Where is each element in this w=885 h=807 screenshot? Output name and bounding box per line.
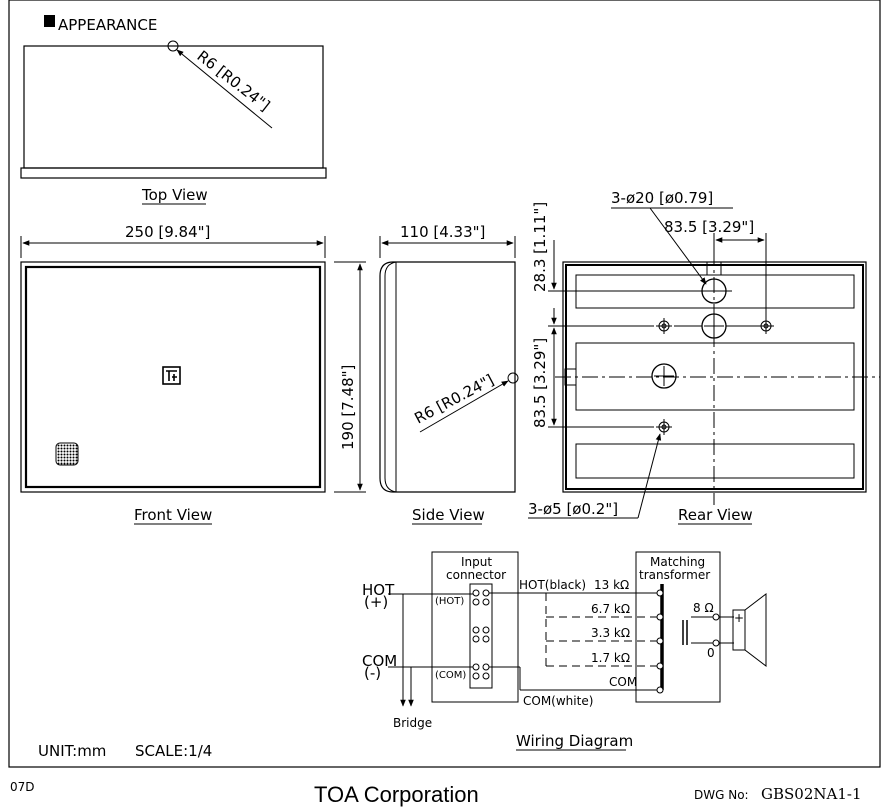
tap-3k3: 3.3 kΩ	[591, 626, 630, 640]
wiring-title: Wiring Diagram	[516, 732, 633, 750]
com-tag: (COM)	[435, 670, 466, 681]
side-view-label: Side View	[412, 506, 485, 524]
unit-label: UNIT:mm	[38, 742, 106, 760]
sheet-code: 07D	[10, 780, 35, 794]
front-view: 250 [9.84"] 190 [7.48"] Front View	[20, 223, 366, 525]
bridge-label: Bridge	[393, 716, 432, 730]
out-zero: 0	[707, 646, 715, 660]
input-connector-line1: Input	[461, 555, 492, 569]
tap-6k7: 6.7 kΩ	[591, 602, 630, 616]
speaker-grille-icon	[55, 442, 79, 466]
rear-view: 28.3 [1.11"] 83.5 [3.29"] 83.5 [3.29"] 3…	[528, 189, 880, 525]
tap-1k7: 1.7 kΩ	[591, 651, 630, 665]
com-sign: (-)	[364, 664, 381, 682]
front-view-label: Front View	[134, 506, 212, 524]
dwg-no-value: GBS02NA1-1	[761, 785, 861, 803]
rear-offset-label: 28.3 [1.11"]	[531, 202, 549, 292]
com-label: COM	[362, 652, 397, 670]
speaker-plus: +	[734, 611, 744, 625]
side-depth-label: 110 [4.33"]	[400, 223, 485, 241]
rear-spacing-v-label: 83.5 [3.29"]	[531, 338, 549, 428]
side-radius-label: R6 [R0.24"]	[411, 371, 496, 428]
rear-small-holes-label: 3-ø5 [ø0.2"]	[528, 500, 618, 518]
heading-square	[44, 15, 55, 27]
input-connector-line2: connector	[446, 568, 506, 582]
transformer-line1: Matching	[650, 555, 705, 569]
rear-view-label: Rear View	[678, 506, 753, 524]
transformer-line2: transformer	[639, 568, 710, 582]
hot-sign: (+)	[364, 593, 388, 611]
drawing-frame	[8, 0, 881, 768]
hot-wire-label: HOT(black)	[519, 578, 586, 592]
tap-com: COM	[609, 675, 637, 689]
top-radius-label: R6 [R0.24"]	[194, 47, 274, 115]
tap-13k: 13 kΩ	[594, 578, 629, 592]
section-title: APPEARANCE	[58, 16, 157, 34]
toa-logo-icon	[162, 366, 181, 385]
rear-spacing-h-label: 83.5 [3.29"]	[664, 218, 754, 236]
hot-tag: (HOT)	[435, 596, 464, 607]
side-view: 110 [4.33"] R6 [R0.24"] Side View	[379, 223, 519, 525]
hole-large	[651, 363, 677, 389]
wiring-diagram: Input connector HOT (+) COM (-) (HOT) (C…	[362, 551, 767, 751]
rear-large-holes-label: 3-ø20 [ø0.79]	[611, 189, 713, 207]
dwg-no-label: DWG No:	[694, 788, 749, 802]
front-height-label: 190 [7.48"]	[339, 365, 357, 450]
company-name: TOA Corporation	[314, 782, 479, 807]
top-view: R6 [R0.24"] Top View	[20, 40, 327, 205]
front-width-label: 250 [9.84"]	[125, 223, 210, 241]
out-8-ohm: 8 Ω	[693, 601, 714, 615]
com-wire-label: COM(white)	[523, 694, 593, 708]
top-view-label: Top View	[141, 186, 208, 204]
hot-label: HOT	[362, 581, 395, 599]
scale-label: SCALE:1/4	[135, 742, 212, 760]
